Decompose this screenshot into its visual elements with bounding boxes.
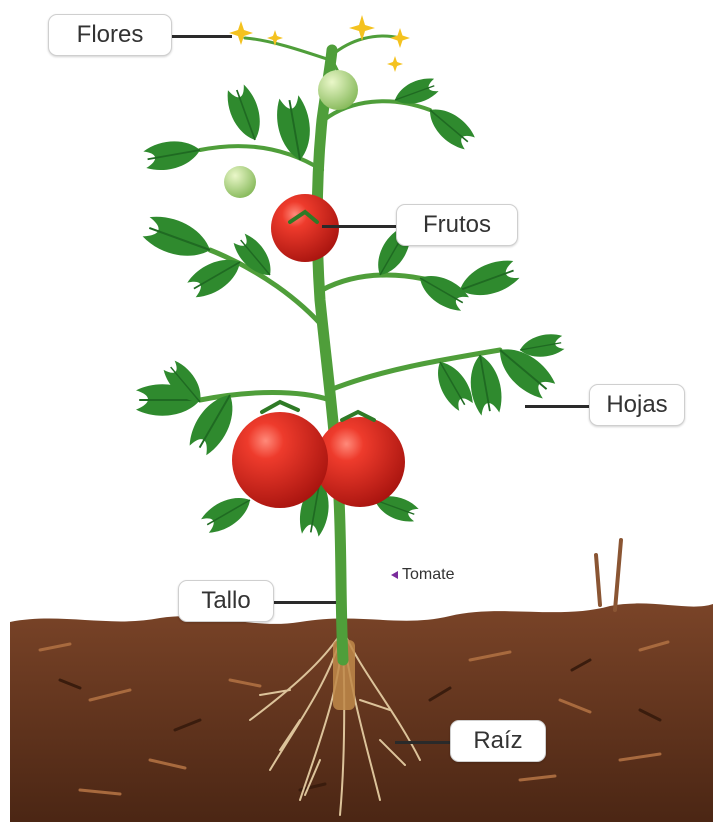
green-tomato [318,70,358,110]
frutos-label: Frutos [396,204,518,246]
flores-label: Flores [48,14,172,56]
frutos-leader-line [322,225,398,228]
flowers [229,15,410,72]
raiz-label: Raíz [450,720,546,762]
ripe-tomato [315,417,405,507]
hojas-label: Hojas [589,384,685,426]
ripe-tomato [232,412,328,508]
raiz-leader-line [395,741,451,744]
tallo-label: Tallo [178,580,274,622]
caption-marker-icon [391,571,398,579]
soil [10,540,713,822]
tallo-leader-line [274,601,336,604]
ripe-tomato [271,194,339,262]
flores-leader-line [172,35,232,38]
green-tomato [224,166,256,198]
hojas-leader-line [525,405,589,408]
caption-text: Tomate [402,566,454,584]
plant-name-caption: Tomate [391,566,454,584]
